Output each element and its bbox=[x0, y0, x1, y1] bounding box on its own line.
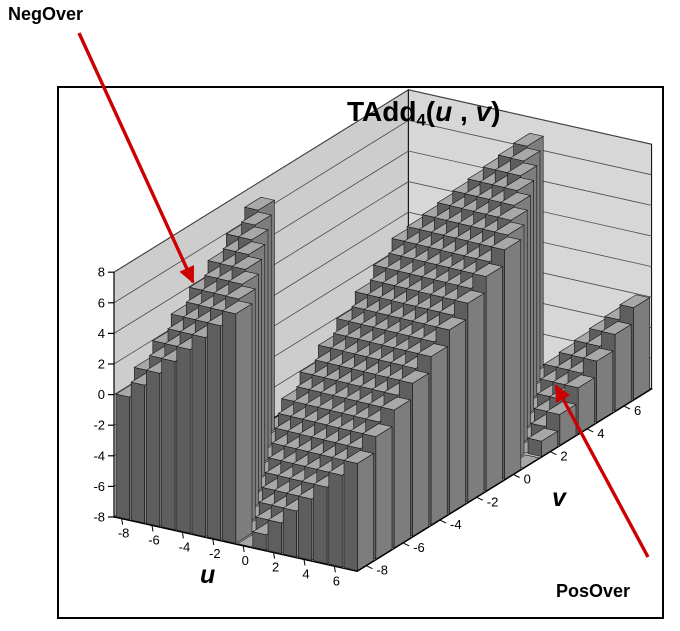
svg-text:-4: -4 bbox=[450, 517, 462, 532]
chart-canvas-3d: 8 6 4 2 0 -2 -4 -6 -8 -8 -6 -4 -2 0 2 4 6 -8 -6 -4 -2 0 2 4 6 bbox=[93, 88, 653, 588]
svg-text:2: 2 bbox=[560, 449, 567, 464]
posover-annotation-label: PosOver bbox=[556, 581, 631, 601]
chart-title-subscript: 4 bbox=[416, 110, 426, 130]
svg-text:2: 2 bbox=[272, 560, 279, 575]
chart-title: TAdd4(u , v) bbox=[347, 96, 500, 131]
svg-text:0: 0 bbox=[242, 553, 249, 568]
svg-text:4: 4 bbox=[302, 567, 309, 582]
svg-text:6: 6 bbox=[634, 403, 641, 418]
svg-text:4: 4 bbox=[597, 426, 604, 441]
svg-text:-6: -6 bbox=[93, 479, 105, 494]
svg-text:-8: -8 bbox=[93, 510, 105, 525]
chart-title-close-paren: ) bbox=[491, 96, 501, 127]
svg-text:-2: -2 bbox=[487, 494, 499, 509]
svg-text:6: 6 bbox=[333, 573, 340, 588]
negover-annotation-label: NegOver bbox=[8, 4, 84, 24]
chart-title-arg-v: v bbox=[475, 96, 492, 127]
svg-text:-4: -4 bbox=[179, 539, 191, 554]
svg-text:-6: -6 bbox=[148, 533, 160, 548]
svg-text:6: 6 bbox=[98, 295, 105, 310]
svg-text:2: 2 bbox=[98, 357, 105, 372]
chart-title-arg-u: u bbox=[435, 96, 453, 127]
u-axis-title: u bbox=[200, 561, 216, 589]
svg-text:0: 0 bbox=[524, 472, 531, 487]
svg-text:-8: -8 bbox=[118, 526, 130, 541]
svg-text:-2: -2 bbox=[209, 546, 221, 561]
svg-text:-8: -8 bbox=[376, 563, 388, 578]
chart-title-open-paren: ( bbox=[425, 96, 436, 127]
svg-text:8: 8 bbox=[98, 265, 105, 280]
plot-border-frame: 8 6 4 2 0 -2 -4 -6 -8 -8 -6 -4 -2 0 2 4 6 -8 -6 -4 -2 0 2 4 6 bbox=[57, 86, 664, 619]
svg-text:4: 4 bbox=[98, 326, 105, 341]
chart-title-comma: , bbox=[452, 96, 476, 127]
svg-text:-2: -2 bbox=[93, 418, 105, 433]
svg-text:0: 0 bbox=[98, 387, 105, 402]
svg-text:-6: -6 bbox=[413, 540, 425, 555]
chart-title-name: TAdd bbox=[347, 96, 417, 127]
svg-text:-4: -4 bbox=[93, 448, 105, 463]
axes-layer: 8 6 4 2 0 -2 -4 -6 -8 -8 -6 -4 -2 0 2 4 6 -8 -6 -4 -2 0 2 4 6 bbox=[93, 265, 652, 588]
v-axis-title: v bbox=[552, 484, 566, 512]
